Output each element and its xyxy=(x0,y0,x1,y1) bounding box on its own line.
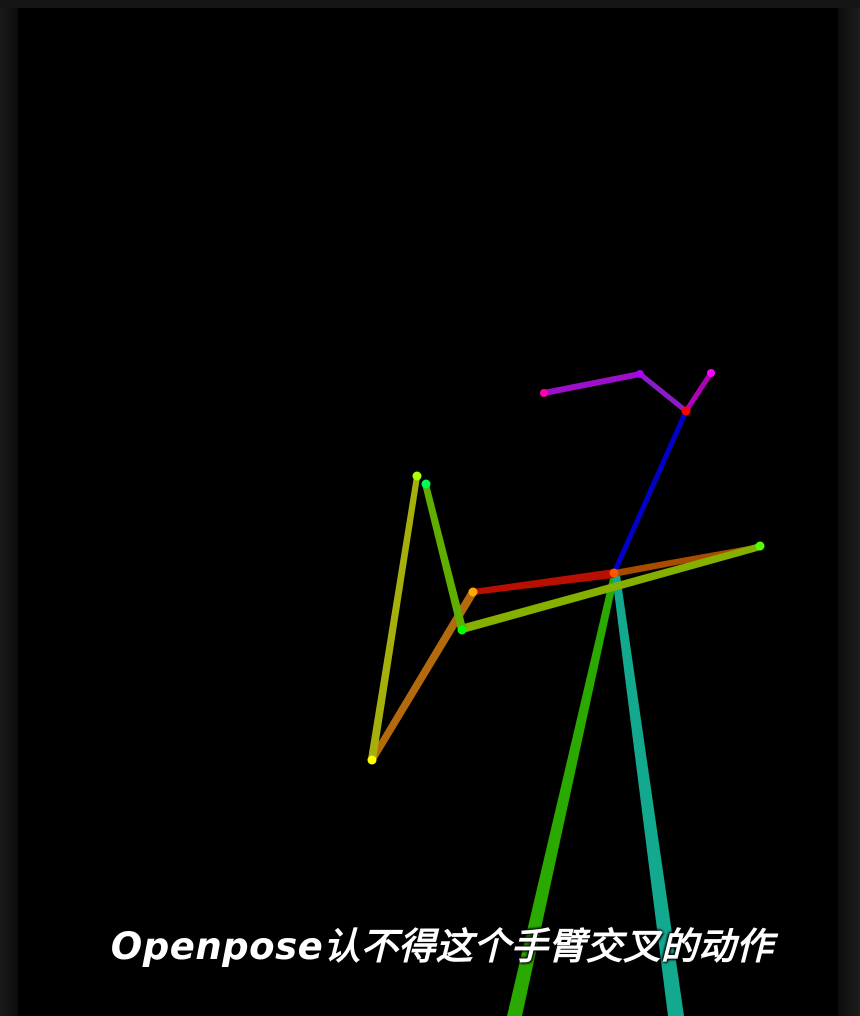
video-border-left xyxy=(0,0,18,1016)
keypoint-right-eye xyxy=(636,370,644,378)
keypoint-right-elbow xyxy=(367,755,377,765)
keypoint-right-wrist xyxy=(412,471,422,481)
limb-nose-to-left-eye xyxy=(683,370,714,414)
limb-right-elbow-to-right-wrist xyxy=(368,476,420,760)
keypoint-left-elbow xyxy=(457,625,467,635)
limb-neck-to-nose xyxy=(611,408,689,576)
limb-nose-to-right-eye xyxy=(637,371,689,414)
limb-right-eye-to-right-ear xyxy=(541,371,643,396)
video-border-top xyxy=(0,0,860,8)
video-subtitle: Openpose认不得这个手臂交叉的动作 xyxy=(110,925,774,968)
keypoint-left-shoulder xyxy=(755,541,765,551)
keypoint-right-shoulder xyxy=(468,587,478,597)
limb-neck-to-left-hip xyxy=(612,575,684,1016)
limb-neck-to-left-shoulder xyxy=(614,544,760,577)
limb-neck-to-right-hip xyxy=(507,574,618,1016)
keypoint-left-wrist xyxy=(421,479,431,489)
keypoint-nose xyxy=(681,406,691,416)
keypoint-left-eye xyxy=(707,369,715,377)
keypoint-neck xyxy=(609,568,619,578)
limb-left-elbow-to-left-wrist xyxy=(422,484,466,630)
limb-right-shoulder-to-right-elbow xyxy=(369,589,476,762)
video-border-right xyxy=(838,0,860,1016)
limb-neck-to-right-shoulder xyxy=(473,569,614,595)
keypoint-right-ear xyxy=(540,389,548,397)
limb-left-shoulder-to-left-elbow xyxy=(460,543,761,633)
